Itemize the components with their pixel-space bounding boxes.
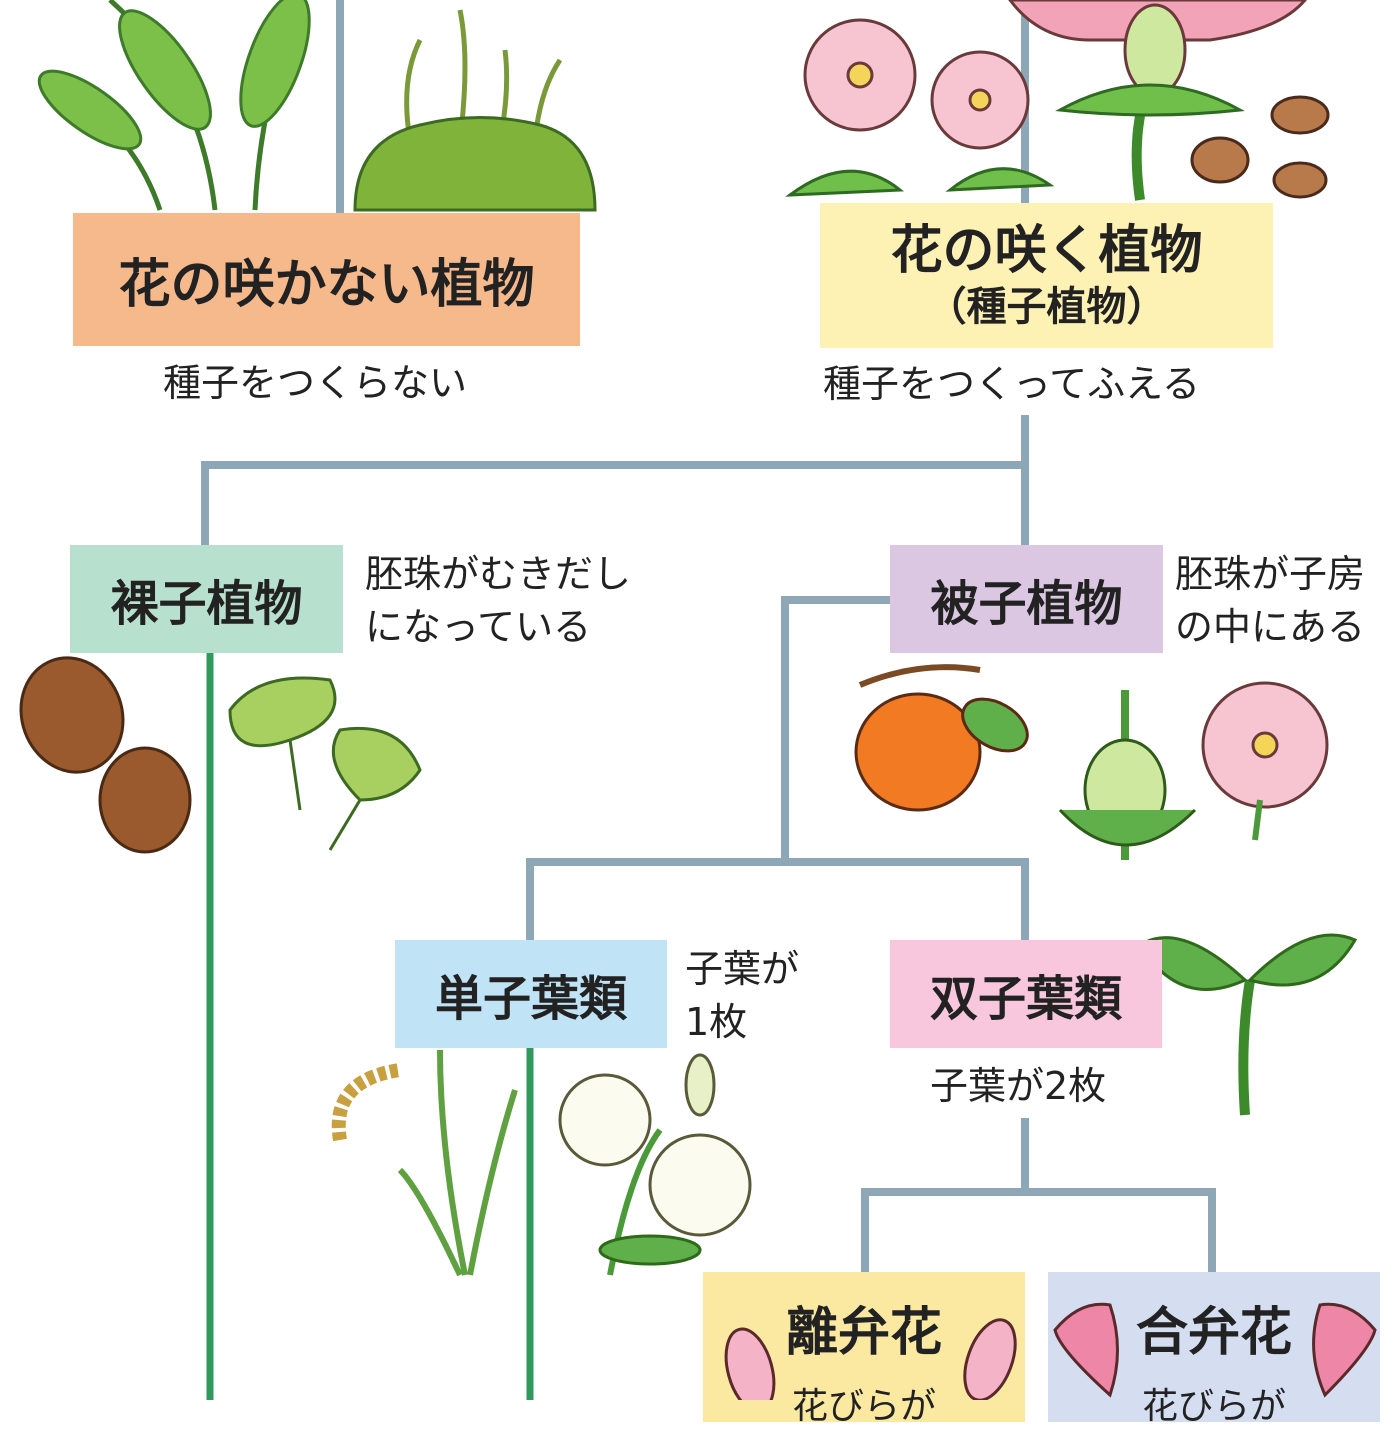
rice-plant-icon — [331, 1049, 518, 1277]
moss-icon — [353, 9, 597, 212]
node-title: 双子葉類 — [929, 971, 1122, 1027]
node-dicot: 双子葉類 — [890, 940, 1162, 1048]
flower-cross-section-icon — [1008, 0, 1307, 201]
caption-non-flowering: 種子をつくらない — [163, 361, 468, 405]
petal-icon — [724, 1318, 1017, 1400]
node-angiosperm: 被子植物 — [890, 545, 1163, 653]
cherry-blossom-icon — [1201, 681, 1329, 841]
seedling-icon — [1137, 933, 1358, 1116]
node-flowering: 花の咲く植物 （種子植物） — [820, 203, 1273, 348]
lily-icon — [558, 1053, 752, 1276]
ovary-cross-section-icon — [1058, 690, 1197, 860]
cherry-blossom-icon — [785, 18, 1055, 197]
node-title: 単子葉類 — [434, 971, 627, 1027]
caption-line: になっている — [365, 605, 592, 649]
caption-gymnosperm: 胚珠がむきだし になっている — [365, 548, 631, 654]
caption-dicot: 子葉が2枚 — [930, 1064, 1107, 1108]
caption-line: 子葉が — [685, 947, 800, 991]
node-title: 被子植物 — [930, 576, 1123, 632]
caption-line: 胚珠がむきだし — [365, 552, 632, 596]
seed-icon — [1190, 95, 1330, 199]
node-subtitle: （種子植物） — [926, 283, 1167, 330]
caption-angiosperm: 胚珠が子房 の中にある — [1175, 548, 1365, 654]
caption-line: 胚珠が子房 — [1175, 552, 1366, 596]
caption-line: の中にある — [1175, 605, 1366, 649]
pine-cone-icon — [19, 656, 192, 854]
petal-icon — [1053, 1302, 1377, 1398]
caption-monocot: 子葉が 1枚 — [685, 943, 799, 1049]
node-monocot: 単子葉類 — [395, 940, 667, 1048]
caption-line: 1枚 — [685, 1000, 748, 1044]
diagram-connectors-and-illustrations — [19, 0, 1377, 1400]
connector-lines — [201, 0, 1216, 1272]
node-title: 裸子植物 — [110, 576, 303, 632]
caption-flowering: 種子をつくってふえる — [823, 362, 1200, 406]
node-non-flowering: 花の咲かない植物 — [73, 213, 580, 346]
node-gymnosperm: 裸子植物 — [70, 545, 343, 653]
node-title: 花の咲く植物 — [890, 220, 1203, 281]
gymnosperm-lines — [206, 653, 534, 1400]
orange-icon — [854, 664, 1029, 812]
node-title: 花の咲かない植物 — [118, 255, 535, 315]
ginkgo-leaf-icon — [228, 676, 422, 851]
fern-icon — [37, 0, 311, 211]
